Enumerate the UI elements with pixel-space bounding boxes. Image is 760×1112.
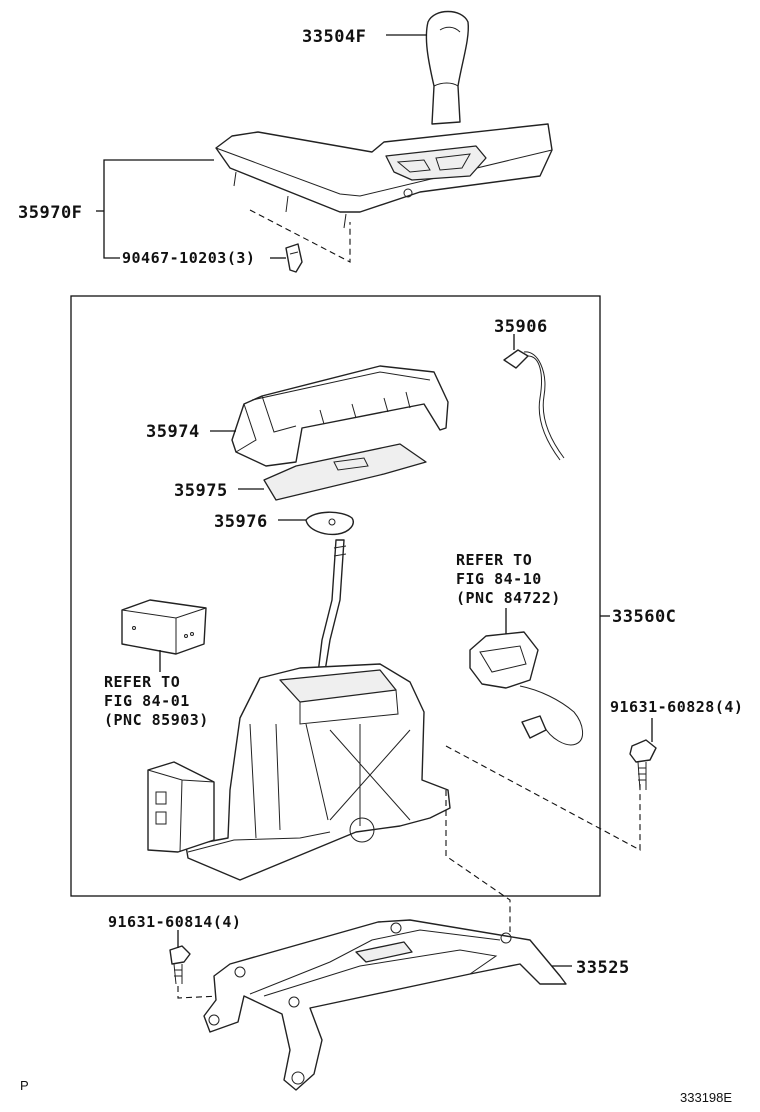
ref-left-line2[interactable]: FIG 84-01 <box>104 692 190 710</box>
part-label-shift-assembly: 33560C <box>612 607 676 627</box>
referenced-ecu-box[interactable] <box>121 599 207 655</box>
clip-dashed-guide <box>249 209 351 263</box>
part-label-knob: 33504F <box>302 27 366 47</box>
slide-plate[interactable] <box>263 443 427 501</box>
assembly-frame <box>70 295 601 897</box>
part-label-bolt-left: 91631-60814(4) <box>108 913 241 931</box>
small-plate[interactable] <box>305 511 354 536</box>
shift-base[interactable] <box>185 663 451 881</box>
right-bolt-guide <box>445 745 641 851</box>
bolt-left[interactable] <box>169 945 191 985</box>
corner-mark: P <box>20 1078 29 1093</box>
control-module-left[interactable] <box>147 761 215 853</box>
clip[interactable] <box>285 243 303 273</box>
referenced-switch[interactable] <box>469 631 583 746</box>
ref-left-line3[interactable]: (PNC 85903) <box>104 711 209 729</box>
left-bolt-guide <box>177 986 221 999</box>
bolt-right[interactable] <box>629 739 657 791</box>
part-label-housing-top: 35974 <box>146 422 200 442</box>
part-label-console-cover: 35970F <box>18 203 82 223</box>
housing-top[interactable] <box>231 365 449 467</box>
ref-left-line1[interactable]: REFER TO <box>104 673 180 691</box>
ref-right-line1[interactable]: REFER TO <box>456 551 532 569</box>
part-label-bolt-right: 91631-60828(4) <box>610 698 743 716</box>
part-label-bracket: 33525 <box>576 958 630 978</box>
bracket-guide <box>445 790 511 932</box>
shift-knob[interactable] <box>425 10 470 125</box>
cover-bracket-leader <box>103 159 214 259</box>
illustration-number: 333198E <box>680 1090 732 1105</box>
part-label-slide-plate: 35975 <box>174 481 228 501</box>
part-label-small-plate: 35976 <box>214 512 268 532</box>
console-cover[interactable] <box>215 123 553 229</box>
ref-right-line2[interactable]: FIG 84-10 <box>456 570 542 588</box>
ref-right-line3[interactable]: (PNC 84722) <box>456 589 561 607</box>
bracket[interactable] <box>203 919 567 1091</box>
wire-harness[interactable] <box>503 349 565 461</box>
part-label-clip: 90467-10203(3) <box>122 249 255 267</box>
part-label-wire: 35906 <box>494 317 548 337</box>
